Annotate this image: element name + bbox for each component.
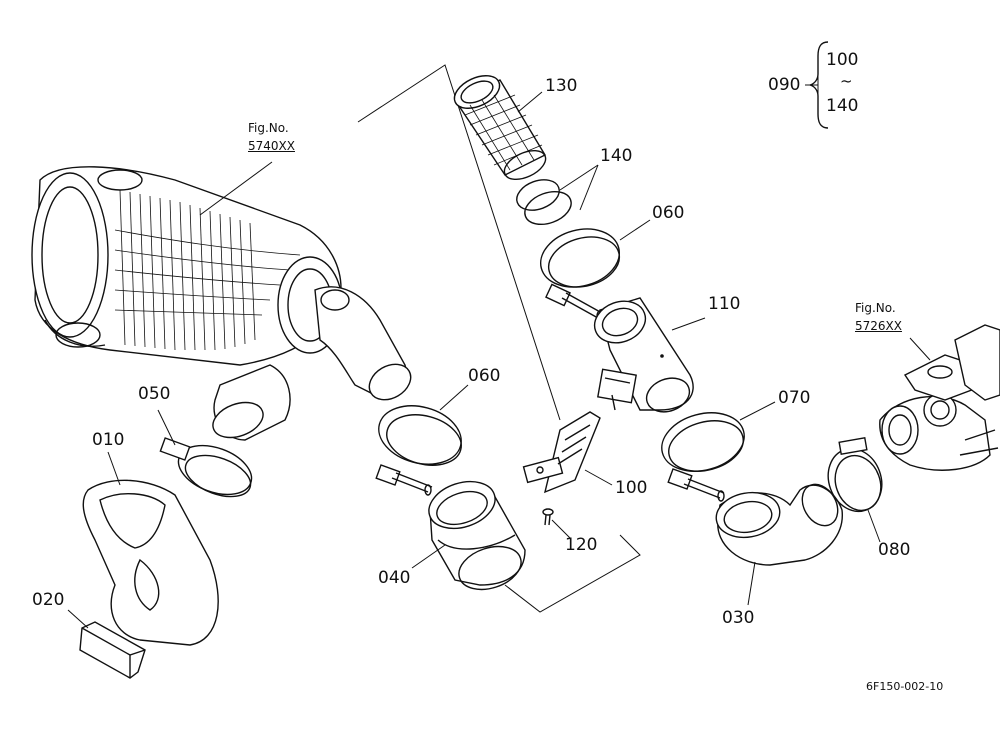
label-030: 030 xyxy=(722,608,755,628)
label-090: 090 xyxy=(768,75,801,95)
turbocharger-assembly xyxy=(879,324,1000,471)
kit-range-to: 140 xyxy=(826,96,859,116)
leader-010 xyxy=(107,451,121,486)
leader-040 xyxy=(411,544,446,569)
label-130: 130 xyxy=(545,76,578,96)
label-070: 070 xyxy=(778,388,811,408)
leader-140a xyxy=(559,164,599,191)
air-cleaner-ribs xyxy=(114,189,301,351)
leader-120 xyxy=(551,519,571,539)
kit-090-bracket xyxy=(805,41,829,129)
leader-070 xyxy=(739,401,776,421)
fig-ref-5726xx-number: 5726XX xyxy=(855,319,902,333)
kit-outline-top xyxy=(357,64,561,421)
kit-range-tilde: ~ xyxy=(840,72,853,90)
part-020-pad xyxy=(79,621,146,679)
part-040-hose xyxy=(428,480,526,591)
label-110: 110 xyxy=(708,294,741,314)
label-060-mid: 060 xyxy=(468,366,501,386)
leader-130 xyxy=(517,91,543,113)
fig-ref-5740xx-title: Fig.No. xyxy=(248,121,289,135)
leader-080 xyxy=(867,509,881,543)
part-050-hose-clamp xyxy=(159,437,253,498)
leader-060-mid xyxy=(439,384,469,411)
label-140: 140 xyxy=(600,146,633,166)
leader-fig-5740xx xyxy=(199,161,273,216)
part-060-hose-clamp-top xyxy=(539,228,621,322)
label-040: 040 xyxy=(378,568,411,588)
leader-030 xyxy=(747,561,756,606)
part-100-sensor xyxy=(522,411,601,494)
leader-110 xyxy=(671,317,706,331)
part-140-o-rings xyxy=(516,179,572,226)
part-080-hose-clamp xyxy=(827,437,883,513)
part-110-sensor-tube xyxy=(593,297,694,413)
label-080: 080 xyxy=(878,540,911,560)
part-010-inlet-duct xyxy=(82,479,219,646)
label-100: 100 xyxy=(615,478,648,498)
label-020: 020 xyxy=(32,590,65,610)
part-130-filter-element xyxy=(453,75,547,181)
label-060-top: 060 xyxy=(652,203,685,223)
leader-100 xyxy=(584,469,613,486)
part-030-elbow-hose xyxy=(715,483,843,566)
air-cleaner-assembly xyxy=(31,166,412,441)
label-010: 010 xyxy=(92,430,125,450)
kit-outline-bottom xyxy=(504,534,641,613)
kit-range-from: 100 xyxy=(826,50,859,70)
leader-140b xyxy=(579,164,599,211)
part-060-hose-clamp-mid xyxy=(375,405,462,496)
leader-060-top xyxy=(619,219,651,241)
part-070-hose-clamp xyxy=(661,412,745,502)
diagram-code: 6F150-002-10 xyxy=(866,680,944,693)
leader-020 xyxy=(67,609,89,629)
label-120: 120 xyxy=(565,535,598,555)
fig-ref-5740xx-number: 5740XX xyxy=(248,139,295,153)
part-120-screw xyxy=(542,508,554,526)
fig-ref-5726xx-title: Fig.No. xyxy=(855,301,896,315)
leader-fig-5726xx xyxy=(909,337,931,361)
leader-050 xyxy=(157,409,176,446)
label-050: 050 xyxy=(138,384,171,404)
